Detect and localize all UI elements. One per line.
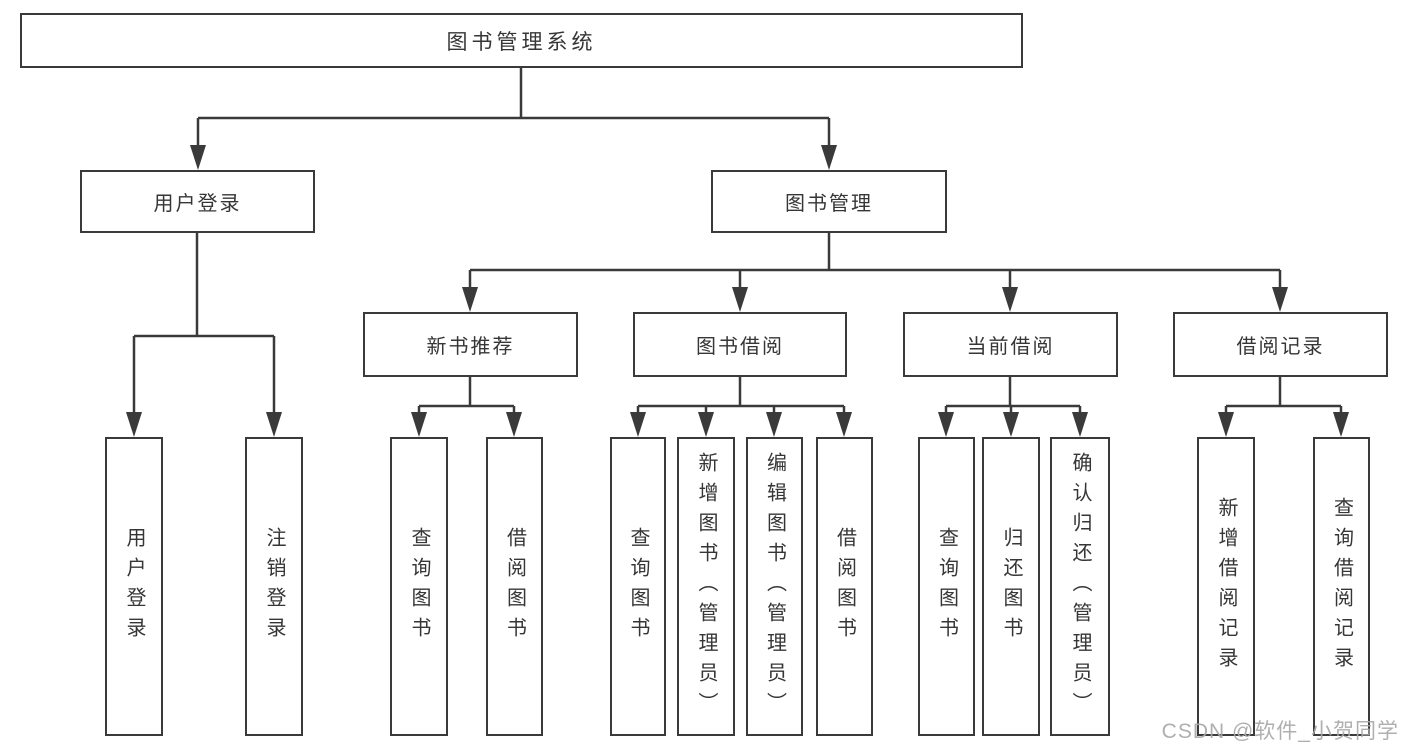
leaf-logout: 注销登录 — [245, 437, 303, 736]
node-label: 图书管理系统 — [446, 30, 597, 54]
node-label: 用户登录 — [153, 193, 242, 215]
leaf-edit-books-admin: 编辑图书（管理员） — [746, 437, 803, 736]
leaf-borrow-books-recommend: 借阅图书 — [486, 437, 543, 736]
leaf-label: 确认归还（管理员） — [1069, 451, 1091, 722]
leaf-label: 注销登录 — [263, 526, 285, 647]
node-borrowing-records: 借阅记录 — [1173, 312, 1388, 377]
leaf-borrow-books: 借阅图书 — [816, 437, 873, 736]
leaf-add-borrow-record: 新增借阅记录 — [1197, 437, 1255, 736]
leaf-label: 借阅图书 — [833, 526, 856, 647]
node-label: 当前借阅 — [966, 336, 1055, 358]
leaf-label: 借阅图书 — [503, 526, 526, 647]
leaf-query-books-borrowing: 查询图书 — [610, 437, 666, 736]
leaf-user-login: 用户登录 — [105, 437, 163, 736]
leaf-return-books: 归还图书 — [982, 437, 1040, 736]
node-new-book-recommend: 新书推荐 — [363, 312, 578, 377]
node-library-management-system: 图书管理系统 — [20, 13, 1023, 68]
node-book-management: 图书管理 — [711, 170, 947, 233]
leaf-label: 编辑图书（管理员） — [763, 451, 786, 722]
node-label: 新书推荐 — [426, 336, 515, 358]
node-label: 借阅记录 — [1236, 336, 1325, 358]
leaf-label: 用户登录 — [123, 526, 145, 647]
node-book-borrowing: 图书借阅 — [633, 312, 847, 377]
leaf-label: 查询图书 — [627, 526, 649, 647]
leaf-query-borrow-record: 查询借阅记录 — [1313, 437, 1370, 736]
node-label: 图书管理 — [785, 193, 873, 215]
leaf-query-books-current: 查询图书 — [918, 437, 975, 736]
leaf-label: 查询图书 — [408, 526, 430, 647]
leaf-add-books-admin: 新增图书（管理员） — [677, 437, 735, 736]
leaf-label: 归还图书 — [1000, 526, 1022, 647]
csdn-watermark: CSDN @软件_小贺同学 — [1161, 720, 1399, 743]
arrowheads — [126, 145, 1349, 437]
leaf-query-books-recommend: 查询图书 — [390, 437, 448, 736]
leaf-label: 查询借阅记录 — [1330, 496, 1353, 677]
node-user-login: 用户登录 — [80, 170, 315, 233]
leaf-label: 查询图书 — [935, 526, 958, 647]
leaf-label: 新增图书（管理员） — [695, 451, 717, 722]
leaf-label: 新增借阅记录 — [1215, 496, 1237, 677]
leaf-confirm-return-admin: 确认归还（管理员） — [1050, 437, 1110, 736]
node-current-borrowing: 当前借阅 — [903, 312, 1118, 377]
node-label: 图书借阅 — [696, 336, 784, 358]
